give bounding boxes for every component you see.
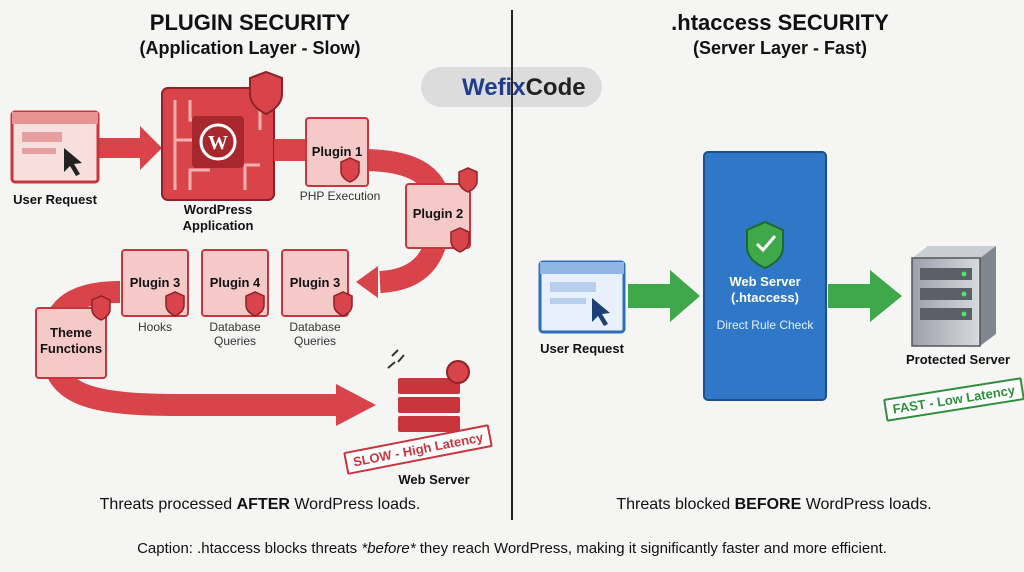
server-panel-title: Web Server <box>729 274 801 289</box>
direct-rule-check-label: Direct Rule Check <box>716 318 814 332</box>
plugin3-hooks-label: Plugin 3 <box>129 275 181 290</box>
right-user-request-label: User Request <box>540 341 624 356</box>
left-user-request-label: User Request <box>13 192 97 207</box>
db-queries-1-line2: Queries <box>213 334 257 348</box>
db-queries-2-line2: Queries <box>293 334 337 348</box>
db-queries-1-line1: Database <box>209 320 261 334</box>
caption: Caption: .htaccess blocks threats *befor… <box>137 540 887 557</box>
wordpress-app-label-1: WordPress <box>183 202 253 217</box>
db-queries-2-line1: Database <box>289 320 341 334</box>
plugin2-label: Plugin 2 <box>412 206 464 221</box>
web-server-icon <box>387 349 470 432</box>
browser-window-icon <box>10 110 100 184</box>
arrow-request-to-wordpress <box>98 126 162 170</box>
server-panel-htaccess: (.htaccess) <box>731 290 799 305</box>
wordpress-chip-icon: W <box>161 70 283 201</box>
svg-text:W: W <box>208 132 228 154</box>
theme-functions-line2: Functions <box>39 341 103 356</box>
right-footer: Threats blocked BEFORE WordPress loads. <box>616 496 932 513</box>
plugin4-label: Plugin 4 <box>209 275 261 290</box>
wordpress-app-label-2: Application <box>182 218 254 233</box>
center-divider <box>511 10 513 520</box>
htaccess-server-panel <box>703 151 827 401</box>
green-arrow-to-protected <box>828 270 902 322</box>
arrowhead-to-plugins <box>356 266 378 298</box>
right-subtitle: (Server Layer - Fast) <box>692 38 868 58</box>
arrowhead-to-web-server <box>336 384 376 426</box>
php-execution-label: PHP Execution <box>299 189 381 203</box>
left-footer: Threats processed AFTER WordPress loads. <box>99 496 421 513</box>
protected-server-icon <box>911 246 996 347</box>
protected-server-label: Protected Server <box>905 352 1011 367</box>
plugin3-db-label: Plugin 3 <box>289 275 341 290</box>
theme-functions-line1: Theme <box>50 325 92 340</box>
hooks-label: Hooks <box>137 320 172 334</box>
left-title: PLUGIN SECURITY <box>149 10 351 35</box>
right-title: .htaccess SECURITY <box>671 10 889 35</box>
shield-icons <box>91 157 478 321</box>
logo-wordmark: WefixCode <box>462 74 586 101</box>
plugin1-label: Plugin 1 <box>311 144 363 159</box>
left-subtitle: (Application Layer - Slow) <box>139 38 361 58</box>
web-server-label: Web Server <box>398 472 470 487</box>
browser-window-icon-right <box>538 260 626 334</box>
green-arrow-to-server <box>628 270 700 322</box>
